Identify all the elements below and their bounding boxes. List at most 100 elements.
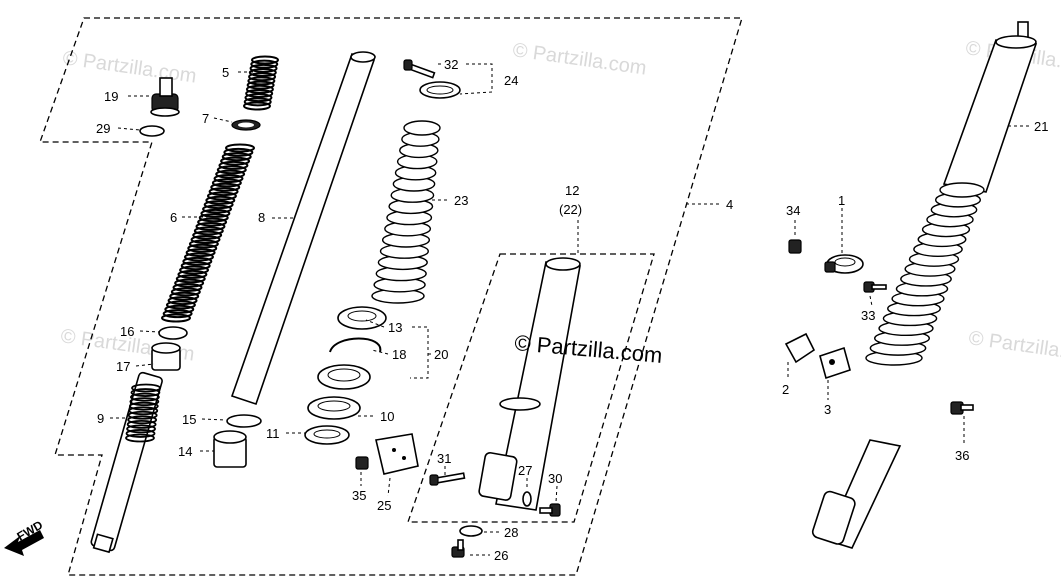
part-17-piston xyxy=(151,342,181,371)
rodrings-coil xyxy=(125,433,155,443)
part-29-o-ring xyxy=(139,125,165,137)
spring6-coil xyxy=(205,195,236,205)
callout-13: 13 xyxy=(388,320,402,335)
part-19-adjuster xyxy=(150,77,180,117)
spring6-coil xyxy=(198,213,229,223)
callout-35: 35 xyxy=(352,488,366,503)
spring6-coil xyxy=(206,191,237,201)
callout-24: 24 xyxy=(504,73,518,88)
part-2-plate xyxy=(784,332,816,364)
callout-1: 1 xyxy=(838,193,845,208)
callout-11: 11 xyxy=(266,426,280,441)
spring6-coil xyxy=(210,182,241,192)
part-20-oil-seal xyxy=(317,364,371,390)
spring6-coil xyxy=(185,248,216,258)
leader-lines xyxy=(110,63,1030,556)
spring6-coil xyxy=(177,269,208,279)
rodrings-coil xyxy=(126,419,157,429)
rodrings-coil xyxy=(127,410,158,420)
spring5-coil xyxy=(248,68,277,78)
spring6-coil xyxy=(211,178,242,188)
part-12-outer-tube xyxy=(478,257,581,511)
spring6-coil xyxy=(190,235,221,245)
spring6-coil xyxy=(195,221,226,231)
spring6-coil xyxy=(213,174,244,184)
callout-6: 6 xyxy=(170,210,177,225)
spring6-coil xyxy=(215,169,246,179)
part-21-lower-bracket xyxy=(811,490,856,545)
part-23-dust-boot xyxy=(371,120,441,304)
rodrings-coil xyxy=(130,392,160,402)
callout-21: 21 xyxy=(1034,119,1048,134)
callout-10: 10 xyxy=(380,409,394,424)
spring6-coil xyxy=(193,226,224,236)
part-5-spring-short xyxy=(243,55,279,111)
callout-17: 17 xyxy=(116,359,130,374)
part-18-clip xyxy=(329,337,382,353)
part-32-bolt xyxy=(403,59,436,79)
spring5-coil xyxy=(245,88,274,98)
callout-5: 5 xyxy=(222,65,229,80)
part-11-bushing xyxy=(304,425,350,445)
spring6-coil xyxy=(172,282,203,292)
spring6-coil xyxy=(225,143,255,153)
spring6-coil xyxy=(220,156,251,166)
spring5-coil xyxy=(249,63,278,73)
callout-32: 32 xyxy=(444,57,458,72)
callout-31: 31 xyxy=(437,451,451,466)
part-14-bushing xyxy=(213,430,247,468)
callout-7: 7 xyxy=(202,111,209,126)
part-7-washer-hole xyxy=(238,122,254,128)
spring5-coil xyxy=(245,84,274,94)
spring5-coil xyxy=(251,55,279,65)
callout-27: 27 xyxy=(518,463,532,478)
rodrings-coil xyxy=(128,401,159,411)
watermark-5: © Partzilla.com xyxy=(967,327,1061,368)
part-25-bracket xyxy=(375,433,419,475)
spring6-coil xyxy=(170,287,201,297)
rodrings-coil xyxy=(128,406,159,416)
watermark-1: © Partzilla.com xyxy=(61,47,198,88)
spring6-coil xyxy=(180,261,211,271)
part-15-ring xyxy=(226,414,262,428)
part-13-dust-seal xyxy=(337,306,387,330)
spring5-coil xyxy=(243,97,272,107)
boot21-fold xyxy=(939,182,985,198)
part-1-clamp xyxy=(824,254,864,274)
spring5-coil xyxy=(244,93,273,103)
boot23-fold xyxy=(403,120,441,136)
callout-30: 30 xyxy=(548,471,562,486)
spring6-coil xyxy=(208,187,239,197)
callout-36: 36 xyxy=(955,448,969,463)
rodrings-coil xyxy=(127,415,158,425)
spring6-coil xyxy=(162,309,193,319)
spring6-coil xyxy=(216,165,247,175)
callout-23: 23 xyxy=(454,193,468,208)
callout-8: 8 xyxy=(258,210,265,225)
spring6-coil xyxy=(165,300,196,310)
part-27-washer xyxy=(522,491,532,507)
spring6-coil xyxy=(192,230,223,240)
subassembly-frame xyxy=(407,253,655,523)
callout-14: 14 xyxy=(178,444,192,459)
spring5-coil xyxy=(243,101,271,111)
spring5-coil xyxy=(246,80,275,90)
spring6-coil xyxy=(183,252,214,262)
spring6-coil xyxy=(169,291,200,301)
watermark-2: © Partzilla.com xyxy=(511,39,648,80)
callout-34: 34 xyxy=(786,203,800,218)
callout-12-alt: (22) xyxy=(559,202,582,217)
spring6-coil xyxy=(197,217,228,227)
callout-4: 4 xyxy=(726,197,733,212)
spring6-coil xyxy=(174,278,205,288)
spring6-coil xyxy=(200,208,231,218)
spring5-coil xyxy=(248,72,277,82)
rodrings-coil xyxy=(129,397,160,407)
rodrings-coil xyxy=(126,424,156,434)
part-30-bolt xyxy=(539,503,561,517)
callout-29: 29 xyxy=(96,121,110,136)
part-34-nut xyxy=(788,239,802,254)
spring6-coil xyxy=(188,239,219,249)
spring6-coil xyxy=(203,200,234,210)
rodrings-coil xyxy=(130,388,161,397)
